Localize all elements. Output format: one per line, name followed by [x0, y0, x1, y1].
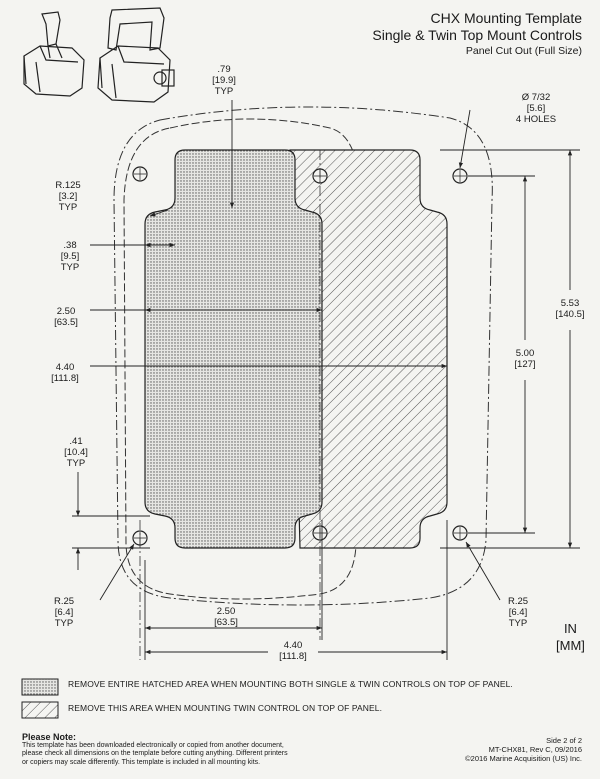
dim-hole-spacing: 5.00[127] [514, 348, 536, 370]
footer-copyright: ©2016 Marine Acquisition (US) Inc. [465, 754, 582, 763]
legend-dots-text: REMOVE ENTIRE HATCHED AREA WHEN MOUNTING… [68, 679, 513, 689]
dim-twin-width: 4.40[111.8] [51, 362, 79, 384]
legend-row-diagonal: REMOVE THIS AREA WHEN MOUNTING TWIN CONT… [68, 703, 382, 713]
footer-page: Side 2 of 2 [546, 736, 582, 745]
please-note: Please Note: This template has been down… [22, 733, 342, 767]
note-title: Please Note: [22, 732, 77, 742]
single-cutout-area [144, 149, 323, 549]
dim-bottom-single: 2.50[63.5] [214, 606, 238, 628]
legend-dots-swatch [21, 678, 59, 696]
footer-doc: MT-CHX81, Rev C, 09/2016 [488, 745, 582, 754]
legend-diagonal-swatch [21, 701, 59, 719]
dim-hole-diameter: Ø 7/32[5.6]4 HOLES [515, 92, 557, 125]
twin-control-illustration [97, 7, 175, 103]
dim-top-inset: .79[19.9]TYP [212, 64, 236, 97]
dim-overall-height: 5.53[140.5] [555, 298, 585, 320]
note-line-3: or copiers may scale differently. This t… [22, 758, 261, 766]
note-line-1: This template has been downloaded electr… [22, 741, 284, 749]
single-control-outline [123, 118, 361, 600]
footer-info: Side 2 of 2 MT-CHX81, Rev C, 09/2016 ©20… [465, 736, 582, 763]
note-line-2: please check all dimensions on the templ… [22, 750, 288, 757]
dim-hole-radius-right: R.25[6.4]TYP [507, 596, 529, 629]
dim-single-width: 2.50[63.5] [54, 306, 78, 328]
twin-cutout-area [289, 149, 448, 549]
dim-bottom-twin: 4.40[111.8] [268, 640, 318, 662]
title-block: CHX Mounting Template Single & Twin Top … [372, 10, 582, 58]
title-line-1: CHX Mounting Template [430, 10, 582, 26]
dim-corner-radius: R.125[3.2]TYP [55, 180, 81, 213]
legend-diagonal-text: REMOVE THIS AREA WHEN MOUNTING TWIN CONT… [68, 703, 383, 713]
single-control-illustration [23, 11, 85, 97]
dim-bottom-inset: .41[10.4]TYP [64, 436, 88, 469]
legend-row-dots: REMOVE ENTIRE HATCHED AREA WHEN MOUNTING… [68, 679, 513, 689]
title-line-3: Panel Cut Out (Full Size) [465, 45, 582, 57]
dim-hole-radius-left: R.25[6.4]TYP [53, 596, 75, 629]
units-label: IN [MM] [556, 621, 585, 653]
dim-side-inset: .38[9.5]TYP [60, 240, 80, 273]
twin-control-outline [113, 106, 493, 606]
title-line-2: Single & Twin Top Mount Controls [372, 27, 582, 43]
